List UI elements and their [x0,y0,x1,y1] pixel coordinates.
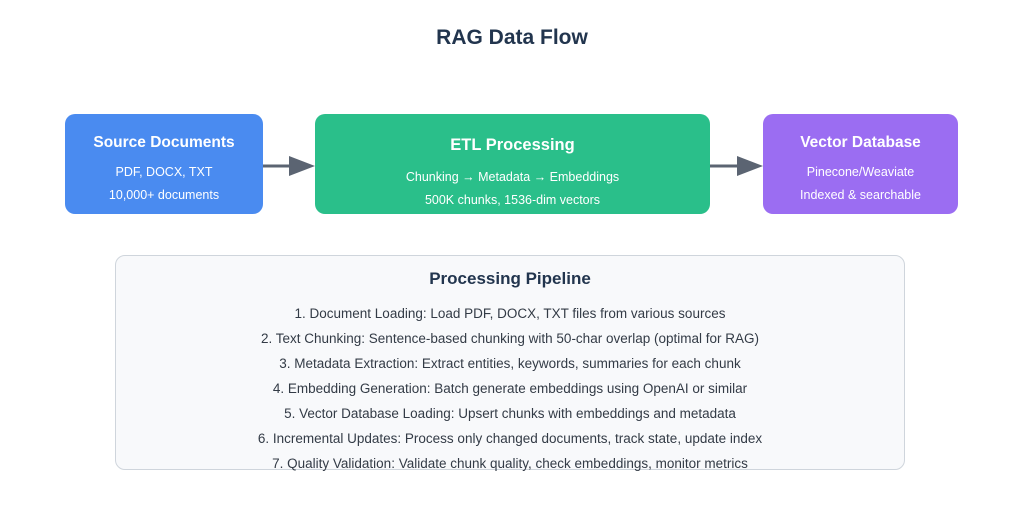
flow-node-etl-processing: ETL Processing Chunking → Metadata → Emb… [315,114,710,214]
node-title: ETL Processing [450,136,575,154]
processing-pipeline-panel: Processing Pipeline 1. Document Loading:… [115,255,905,471]
pipeline-step: 1. Document Loading: Load PDF, DOCX, TXT… [294,306,726,321]
page-title: RAG Data Flow [436,26,588,49]
pipeline-step: 7. Quality Validation: Validate chunk qu… [272,456,748,471]
pipeline-step-list: 1. Document Loading: Load PDF, DOCX, TXT… [116,301,904,476]
node-subtitle: Pinecone/Weaviate [806,165,915,179]
flow-arrow-icon [710,156,763,176]
node-subtitle: Chunking → Metadata → Embeddings [405,170,620,184]
pipeline-step: 6. Incremental Updates: Process only cha… [257,431,763,446]
pipeline-title: Processing Pipeline [429,269,591,288]
node-subtitle: PDF, DOCX, TXT [115,165,213,179]
flow-node-vector-database: Vector Database Pinecone/Weaviate Indexe… [763,114,958,214]
node-title: Source Documents [93,134,235,151]
pipeline-step: 3. Metadata Extraction: Extract entities… [279,356,741,371]
pipeline-step: 5. Vector Database Loading: Upsert chunk… [284,406,736,421]
node-detail: 500K chunks, 1536-dim vectors [424,193,601,207]
pipeline-step: 4. Embedding Generation: Batch generate … [272,381,748,396]
node-title: Vector Database [800,134,921,151]
flow-arrow-icon [263,156,315,176]
node-detail: 10,000+ documents [108,188,220,202]
node-detail: Indexed & searchable [800,188,921,202]
flow-node-source-documents: Source Documents PDF, DOCX, TXT 10,000+ … [65,114,263,214]
pipeline-step: 2. Text Chunking: Sentence-based chunkin… [260,331,759,346]
